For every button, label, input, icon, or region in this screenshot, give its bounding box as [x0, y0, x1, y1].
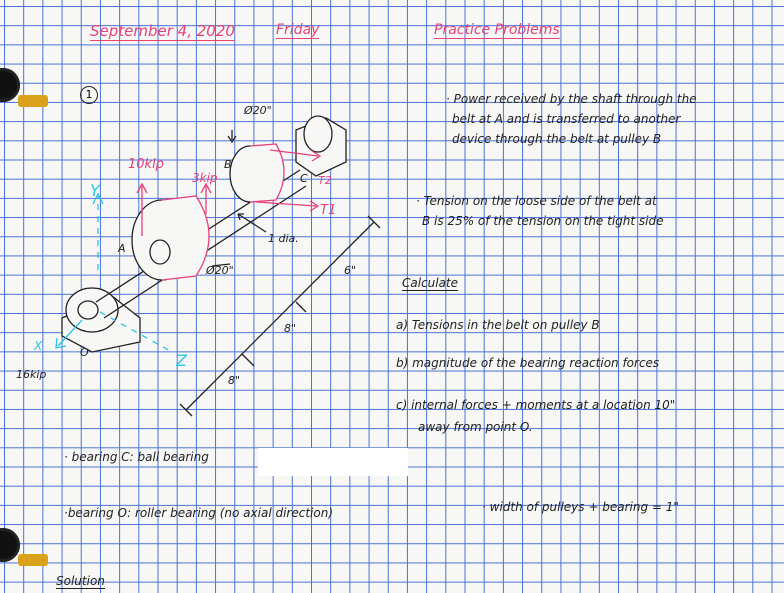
correction-tape [258, 448, 408, 476]
solution-heading: Solution [56, 574, 105, 589]
binder-hole-bottom [0, 528, 20, 562]
axis-x-16kip [57, 319, 83, 347]
problem-number: 1 [85, 88, 93, 101]
label-b: B [224, 158, 232, 171]
label-axis-z: Z [175, 351, 188, 370]
label-d20-top: Ø20" [243, 104, 272, 117]
binder-ring-top [18, 95, 48, 107]
header-title: Practice Problems [434, 22, 560, 39]
label-10kip: 10kip [128, 157, 164, 172]
axis-z [99, 311, 173, 353]
header-day: Friday [276, 22, 320, 39]
tension-line-1: · Tension on the loose side of the belt … [416, 194, 657, 208]
label-dim-8a: 8" [284, 322, 296, 335]
power-line-2: belt at A and is transferred to another [452, 112, 681, 126]
label-d20-bottom: Ø20" [205, 264, 234, 277]
calculate-item-a: a) Tensions in the belt on pulley B [396, 318, 600, 332]
label-axis-x: X [33, 339, 43, 353]
tension-line-2: B is 25% of the tension on the tight sid… [422, 214, 664, 228]
header-date: September 4, 2020 [90, 22, 235, 41]
bearing-o-housing [65, 287, 119, 333]
calculate-item-b: b) magnitude of the bearing reaction for… [396, 356, 660, 370]
label-t1: T1 [320, 203, 336, 218]
power-line-1: · Power received by the shaft through th… [446, 92, 697, 106]
label-dim-6: 6" [344, 264, 356, 277]
label-a: A [117, 242, 126, 255]
power-line-3: device through the belt at pulley B [452, 132, 662, 146]
note-bearing-o: ·bearing O: roller bearing (no axial dir… [64, 506, 333, 520]
label-shaft-dia: 1 dia. [268, 232, 299, 245]
label-dim-8b: 8" [228, 374, 240, 387]
calculate-heading: Calculate [402, 276, 459, 291]
force-t1-arrow [255, 201, 317, 207]
note-bearing-c: · bearing C: ball bearing [64, 450, 209, 464]
binder-ring-bottom [18, 554, 48, 566]
label-c: C [300, 172, 308, 185]
force-t2-arrow [269, 149, 319, 157]
label-16kip: 16kip [16, 368, 46, 381]
problem-number-circle: 1 [80, 86, 98, 104]
calculate-item-c2: away from point O. [418, 420, 533, 434]
label-o: O [80, 346, 89, 359]
calculate-item-c: c) internal forces + moments at a locati… [396, 398, 676, 412]
note-width: · width of pulleys + bearing = 1" [482, 500, 679, 514]
label-axis-y: Y [90, 181, 101, 200]
label-3kip: 3kip [192, 171, 218, 185]
binder-hole-top [0, 68, 20, 102]
dimension-line [185, 221, 375, 411]
label-t2: T2 [318, 174, 332, 187]
